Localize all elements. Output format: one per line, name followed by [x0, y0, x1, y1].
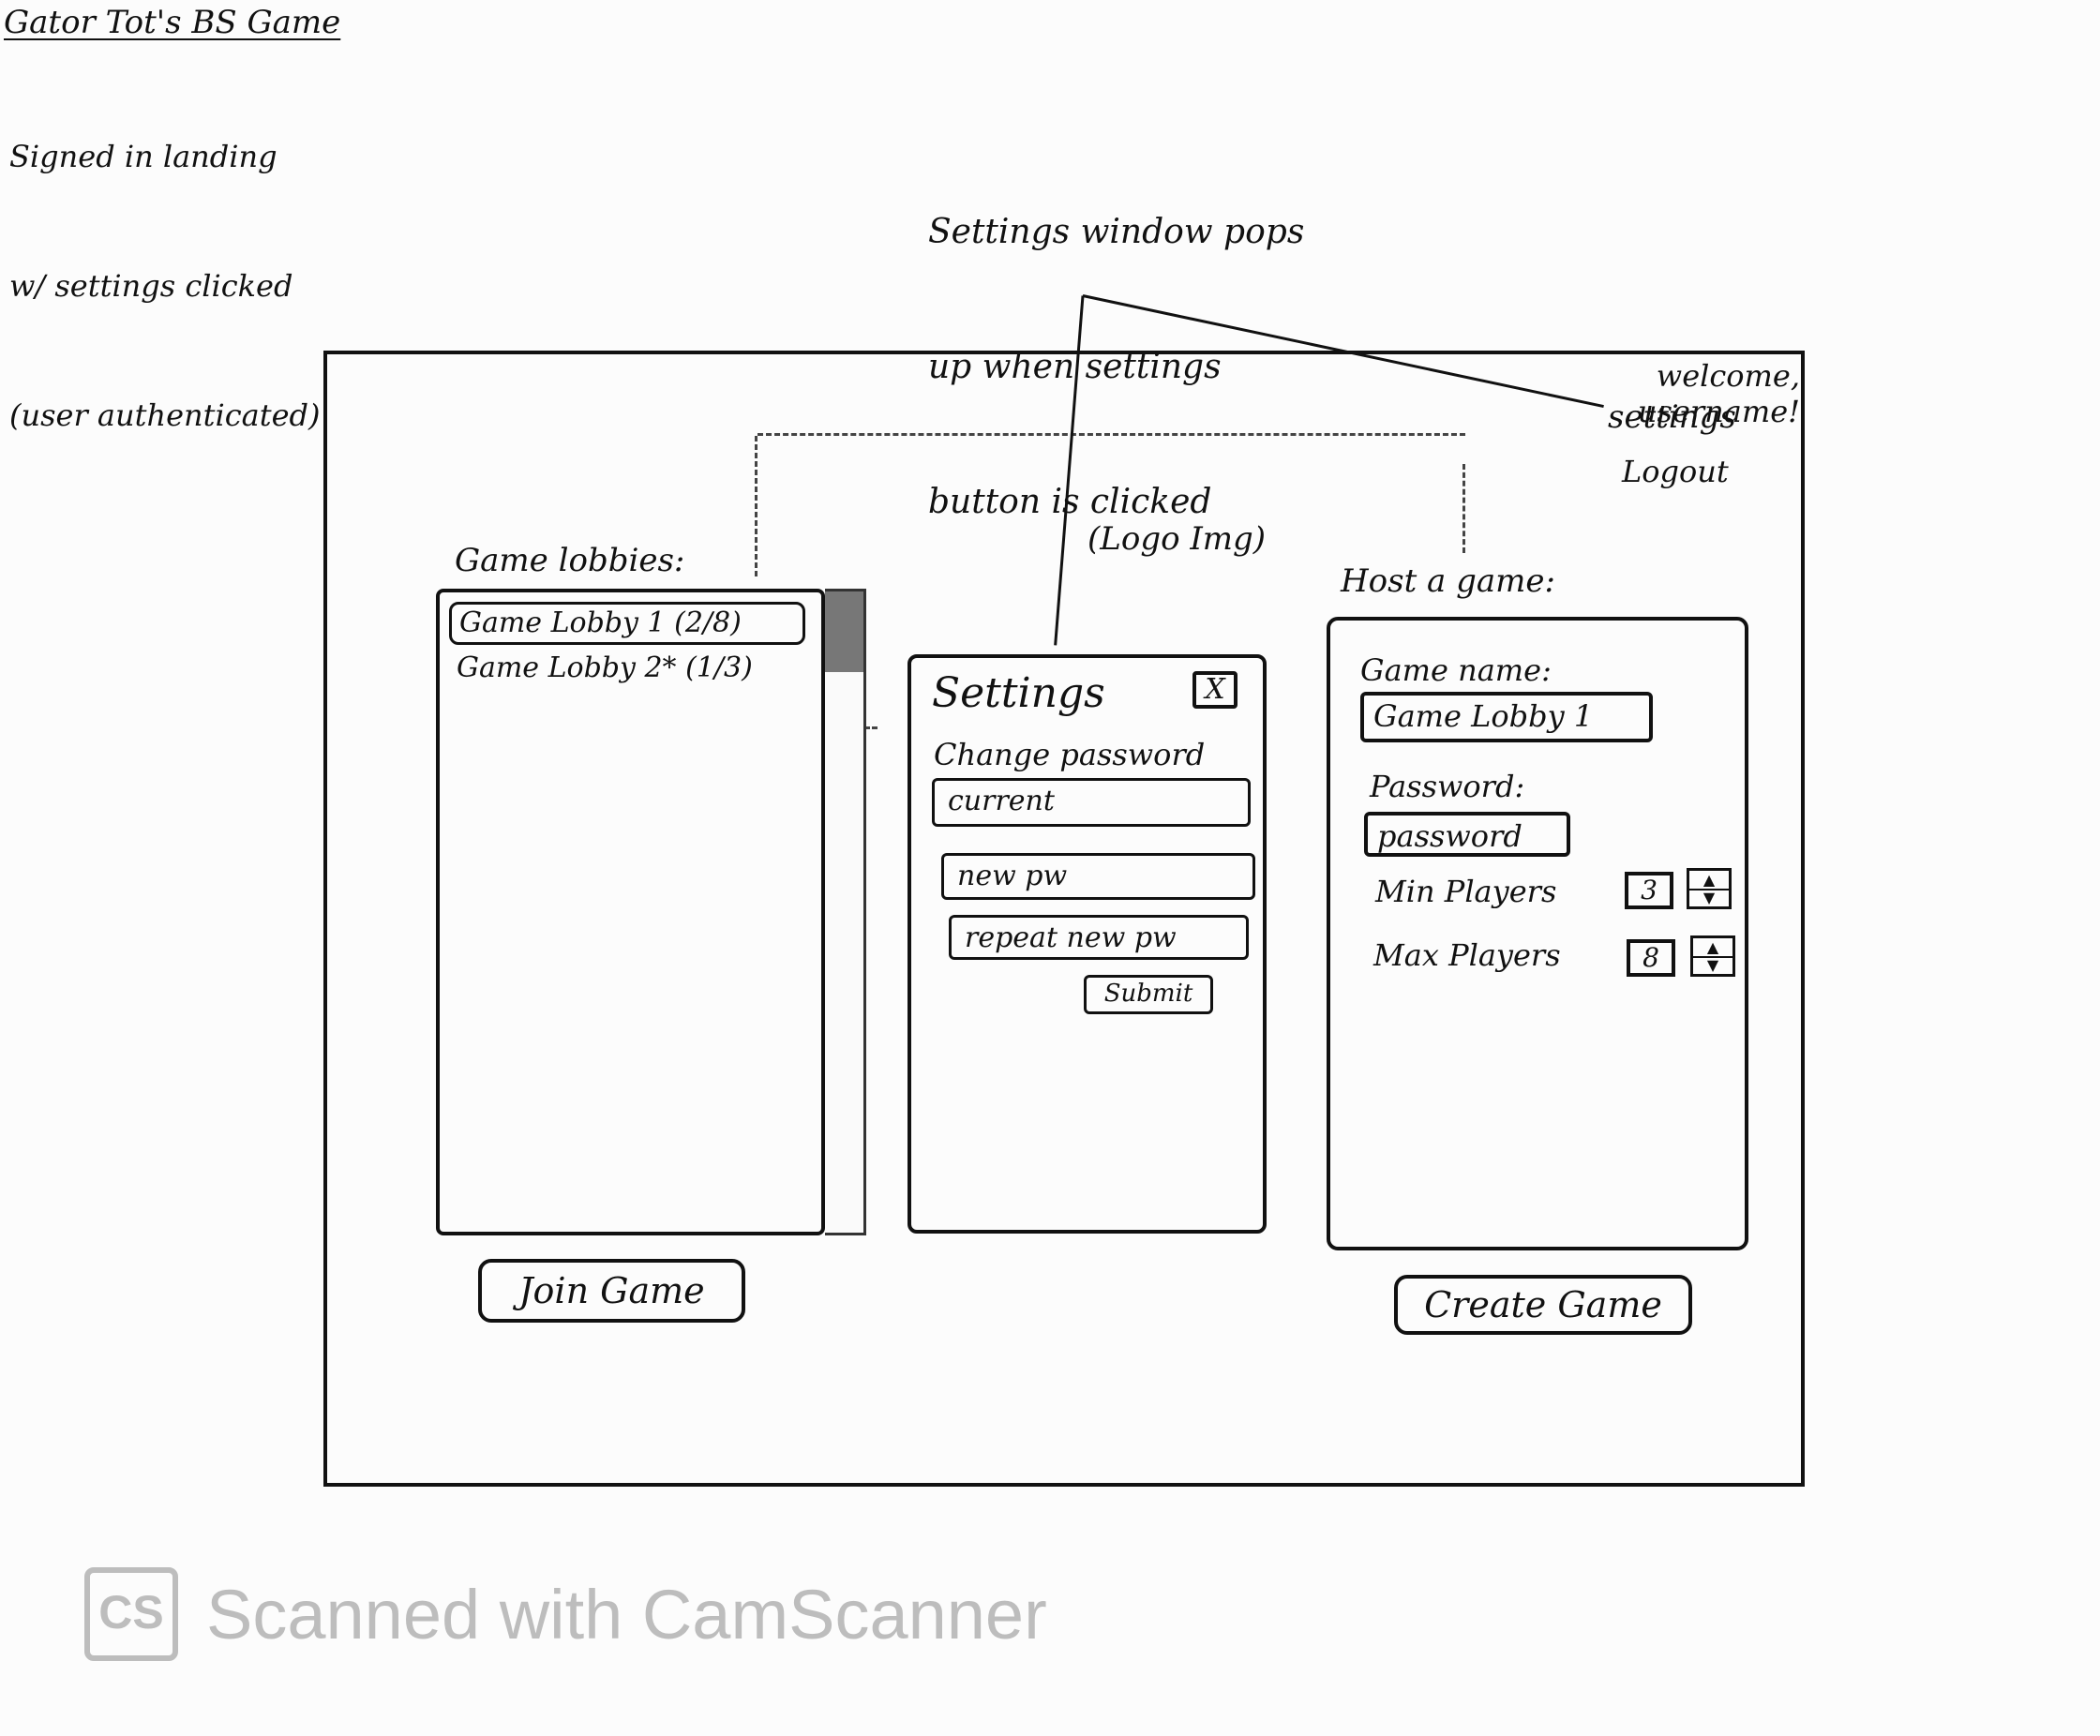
chevron-down-icon[interactable]: ▼ [1706, 956, 1719, 974]
new-password-field[interactable]: new pw [941, 853, 1255, 900]
max-players-stepper[interactable]: ▲ ▼ [1690, 935, 1735, 977]
logo-image-placeholder: (Logo Img) [1088, 520, 1267, 558]
settings-title: Settings [932, 669, 1105, 717]
lobby-count: (1/3) [685, 651, 753, 684]
submit-button[interactable]: Submit [1084, 975, 1213, 1014]
lobby-count: (2/8) [674, 606, 742, 639]
annotation-line: Settings window pops [928, 213, 1305, 251]
app-window [323, 351, 1805, 1487]
chevron-down-icon[interactable]: ▼ [1702, 889, 1716, 906]
min-players-stepper[interactable]: ▲ ▼ [1687, 868, 1732, 909]
welcome-text: welcome, username! [1637, 358, 1800, 429]
min-players-value[interactable]: 3 [1625, 872, 1673, 909]
note-line: (user authenticated) [9, 397, 321, 433]
lobby-name: Game Lobby 2* [457, 651, 677, 684]
chevron-up-icon[interactable]: ▲ [1689, 871, 1729, 890]
host-password-input[interactable]: password [1364, 812, 1570, 857]
scrollbar-thumb[interactable] [825, 591, 863, 672]
note-line: w/ settings clicked [9, 268, 293, 304]
camscanner-logo: CS [84, 1567, 178, 1661]
lobby-scrollbar[interactable] [825, 589, 866, 1235]
host-game-panel: Game name: Game Lobby 1 Password: passwo… [1327, 617, 1748, 1250]
settings-modal: Settings X Change password current new p… [908, 654, 1267, 1234]
note-line: Signed in landing [9, 139, 278, 174]
game-name-label: Game name: [1360, 652, 1552, 688]
logout-link[interactable]: Logout [1622, 454, 1729, 489]
password-label: Password: [1370, 769, 1525, 804]
max-players-label: Max Players [1373, 937, 1561, 973]
logo-region-right [1462, 464, 1465, 553]
current-password-field[interactable]: current [932, 778, 1251, 827]
page-note: Signed in landing w/ settings clicked (u… [9, 49, 320, 480]
repeat-password-field[interactable]: repeat new pw [949, 915, 1249, 960]
create-game-button[interactable]: Create Game [1394, 1275, 1692, 1335]
settings-link[interactable]: settings [1608, 398, 1736, 436]
host-label: Host a game: [1341, 562, 1555, 600]
lobby-name: Game Lobby 1 [459, 606, 666, 639]
chevron-up-icon[interactable]: ▲ [1693, 938, 1732, 958]
join-game-button[interactable]: Join Game [478, 1259, 745, 1323]
logo-region-top [758, 433, 1465, 436]
lobby-item[interactable]: Game Lobby 1 (2/8) [449, 602, 805, 645]
max-players-value[interactable]: 8 [1627, 939, 1675, 977]
lobby-item[interactable]: Game Lobby 2* (1/3) [449, 647, 805, 690]
page-title: Gator Tot's BS Game [4, 4, 341, 41]
lobby-list[interactable]: Game Lobby 1 (2/8) Game Lobby 2* (1/3) [436, 589, 825, 1235]
min-players-label: Min Players [1375, 874, 1557, 909]
lobbies-label: Game lobbies: [455, 542, 685, 579]
game-name-input[interactable]: Game Lobby 1 [1360, 692, 1653, 742]
watermark-text: Scanned with CamScanner [206, 1576, 1047, 1654]
close-icon[interactable]: X [1192, 671, 1238, 709]
change-password-heading: Change password [934, 737, 1206, 772]
logo-region-left [755, 436, 758, 576]
